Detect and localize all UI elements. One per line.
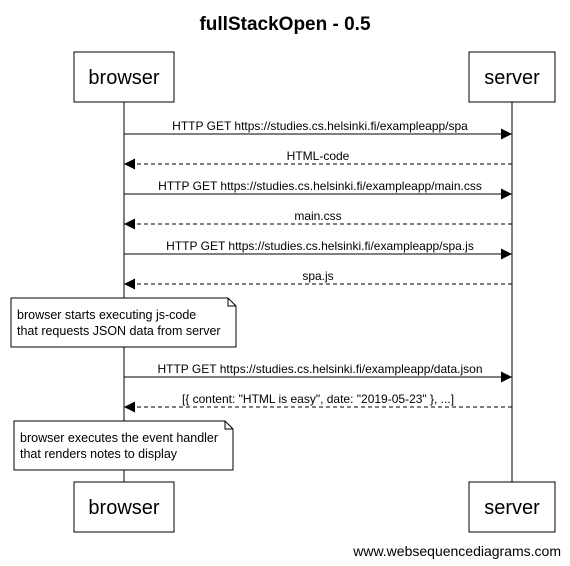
note-text-line: browser executes the event handler bbox=[20, 431, 218, 445]
message-label: HTTP GET https://studies.cs.helsinki.fi/… bbox=[158, 179, 482, 193]
message-6: HTTP GET https://studies.cs.helsinki.fi/… bbox=[124, 362, 512, 383]
message-0: HTTP GET https://studies.cs.helsinki.fi/… bbox=[124, 119, 512, 140]
note-text-line: that requests JSON data from server bbox=[17, 324, 221, 338]
message-label: HTTP GET https://studies.cs.helsinki.fi/… bbox=[157, 362, 482, 376]
message-5: spa.js bbox=[124, 269, 512, 290]
participant-browser-top: browser bbox=[73, 51, 175, 103]
participant-server-label: server bbox=[484, 497, 540, 519]
participant-server-top: server bbox=[468, 51, 556, 103]
participant-browser-label: browser bbox=[88, 497, 159, 519]
note-2: browser executes the event handler that … bbox=[13, 420, 234, 471]
message-label: HTTP GET https://studies.cs.helsinki.fi/… bbox=[166, 239, 474, 253]
message-label: [{ content: "HTML is easy", date: "2019-… bbox=[182, 392, 454, 406]
diagram-title: fullStackOpen - 0.5 bbox=[199, 14, 370, 35]
message-2: HTTP GET https://studies.cs.helsinki.fi/… bbox=[124, 179, 512, 200]
message-3: main.css bbox=[124, 209, 512, 230]
message-label: HTML-code bbox=[287, 149, 350, 163]
message-label: HTTP GET https://studies.cs.helsinki.fi/… bbox=[172, 119, 468, 133]
message-1: HTML-code bbox=[124, 149, 512, 170]
participant-browser-bottom: browser bbox=[73, 481, 175, 533]
footer-watermark[interactable]: www.websequencediagrams.com bbox=[352, 543, 561, 559]
note-1: browser starts executing js-code that re… bbox=[10, 297, 237, 348]
message-7: [{ content: "HTML is easy", date: "2019-… bbox=[124, 392, 512, 413]
message-label: main.css bbox=[294, 209, 341, 223]
message-label: spa.js bbox=[302, 269, 333, 283]
note-text-line: browser starts executing js-code bbox=[17, 308, 196, 322]
note-text-line: that renders notes to display bbox=[20, 447, 178, 461]
participant-server-bottom: server bbox=[468, 481, 556, 533]
participant-browser-label: browser bbox=[88, 67, 159, 89]
message-4: HTTP GET https://studies.cs.helsinki.fi/… bbox=[124, 239, 512, 260]
participant-server-label: server bbox=[484, 67, 540, 89]
